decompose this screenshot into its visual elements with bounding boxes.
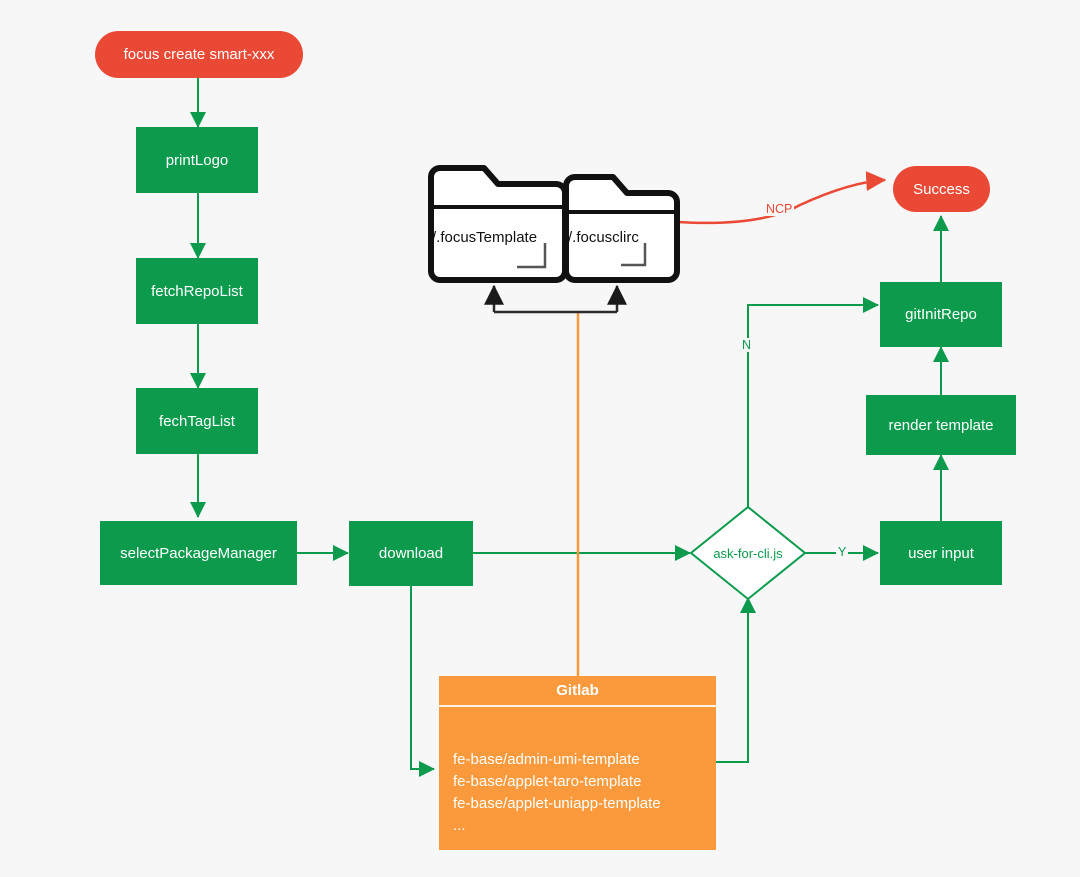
edge-download-to-gitlab [410,586,435,777]
folder-template-icon [428,165,585,283]
list-item: fe-base/applet-uniapp-template [453,795,661,812]
edge-folders-to-success-ncp [677,171,887,225]
gitlab-panel[interactable]: Gitlab fe-base/admin-umi-template fe-bas… [439,676,716,850]
edge-folders-bracket [484,284,627,314]
folder-template-label: /.focusTemplate [432,229,538,246]
node-fech-tag-list[interactable]: fechTagList [136,388,258,454]
node-ask-for-cli-label: ask-for-cli.js [713,545,783,561]
edge-label-no: N [740,338,754,352]
node-success[interactable]: Success [893,166,990,212]
node-select-package-manager[interactable]: selectPackageManager [100,521,297,585]
node-start[interactable]: focus create smart-xxx [95,31,303,78]
list-item: fe-base/admin-umi-template [453,751,640,768]
list-item: fe-base/applet-taro-template [453,773,642,790]
node-fetch-repo-list[interactable]: fetchRepoList [136,258,258,324]
folder-clirc-icon [563,174,680,283]
node-git-init-repo[interactable]: gitInitRepo [880,282,1002,347]
node-print-logo[interactable]: printLogo [136,127,258,193]
node-user-input[interactable]: user input [880,521,1002,585]
node-download[interactable]: download [349,521,473,586]
folder-clirc-label: /.focusclirc [568,229,639,246]
edge-gitlab-to-askforcli [716,597,756,763]
node-render-template[interactable]: render template [866,395,1016,455]
gitlab-panel-title: Gitlab [439,676,716,707]
gitlab-repo-list: fe-base/admin-umi-template fe-base/apple… [439,707,716,837]
edge-askforcli-no-to-gitinitrepo [747,297,879,508]
edge-label-ncp: NCP [764,202,795,216]
edge-label-yes: Y [836,545,849,559]
list-item: ... [453,817,466,834]
ask-for-cli-diamond[interactable] [689,505,807,601]
